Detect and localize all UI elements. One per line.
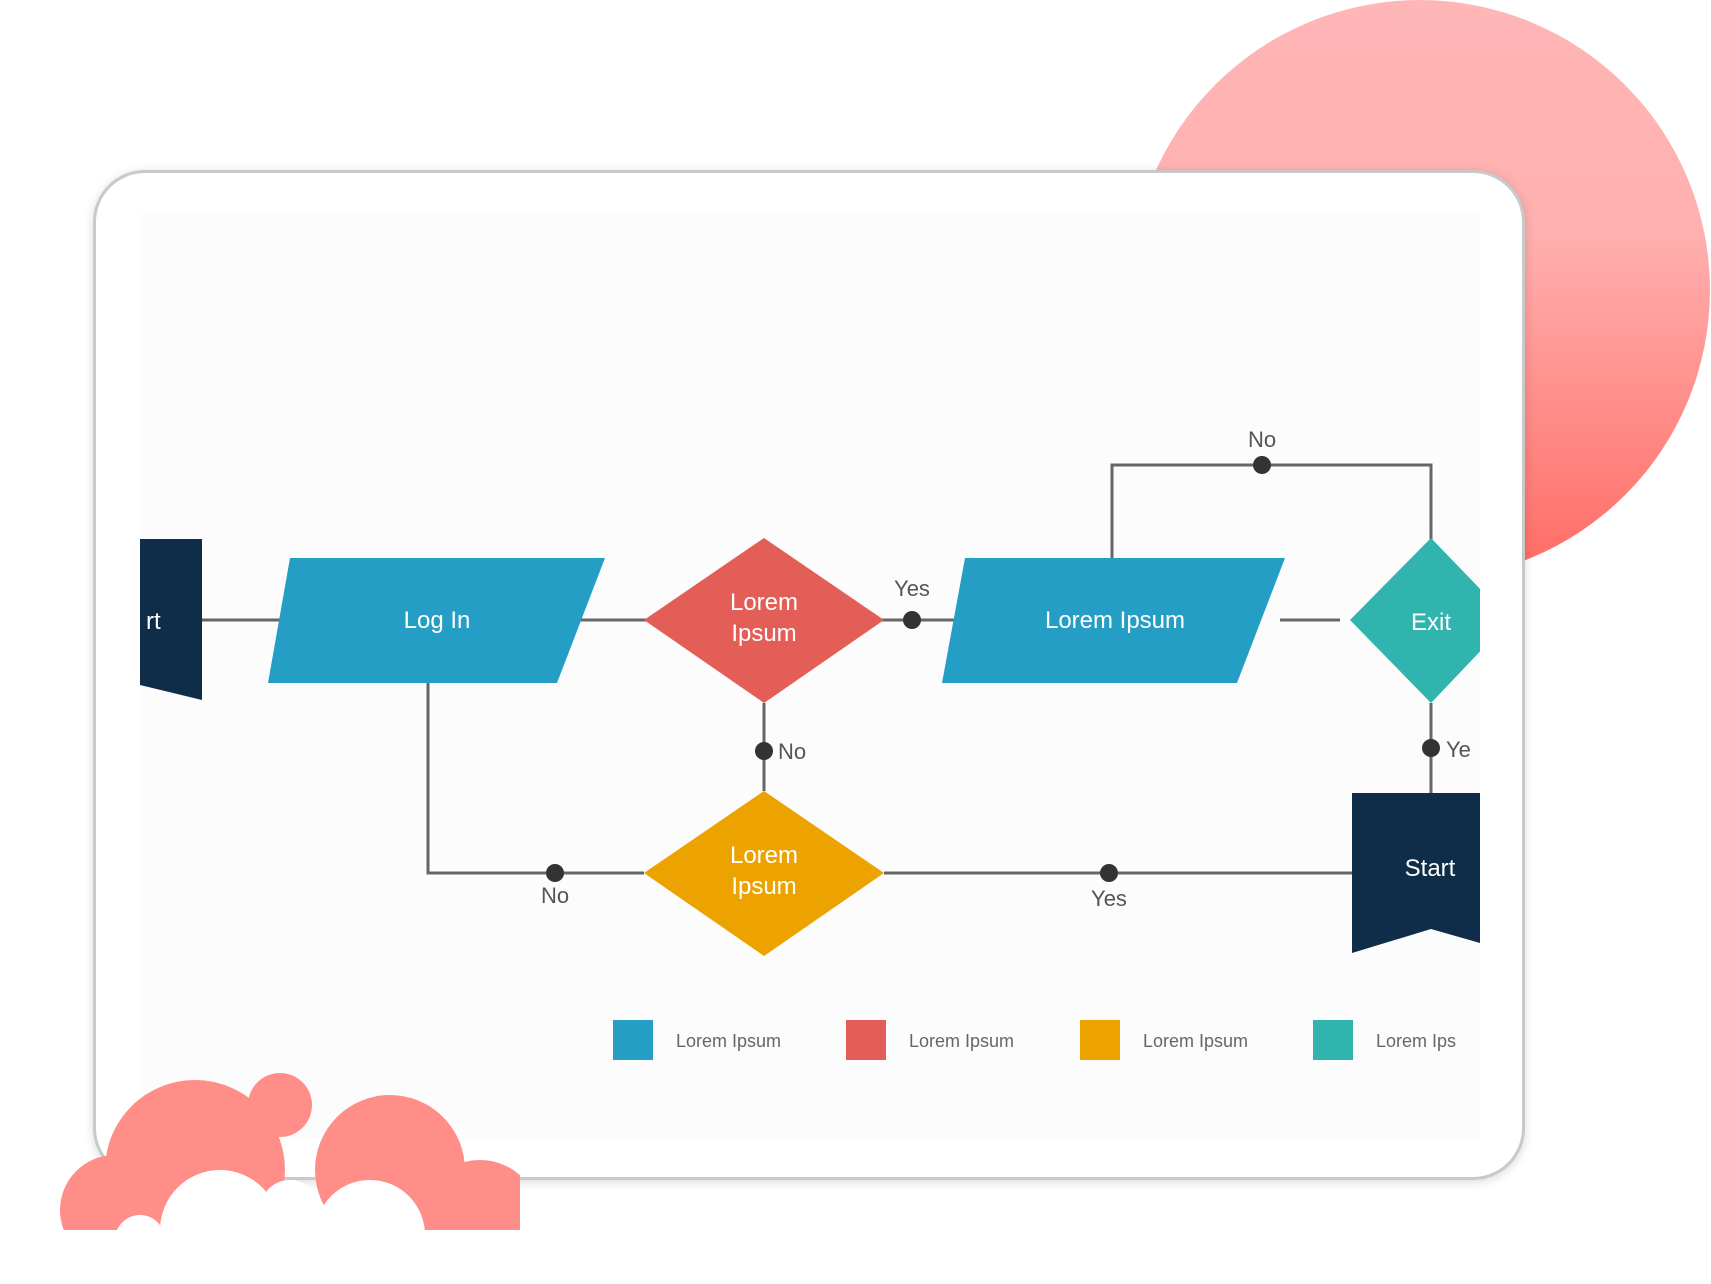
edge-label-yes-right: Ye (1446, 737, 1471, 762)
legend-label-3: Lorem Ipsum (1143, 1031, 1248, 1051)
decision-top-label-2: Ipsum (731, 620, 796, 647)
dot-no-loop (1253, 456, 1271, 474)
login-label: Log In (404, 607, 471, 634)
exit-shape[interactable] (1350, 538, 1480, 703)
decision-bottom-label-2: Ipsum (731, 873, 796, 900)
legend-label-4: Lorem Ips (1376, 1031, 1456, 1051)
process-mid-label: Lorem Ipsum (1045, 607, 1185, 634)
legend-label-2: Lorem Ipsum (909, 1031, 1014, 1051)
edge-label-yes-bottom: Yes (1091, 886, 1127, 911)
dot-no-bottom-left (546, 864, 564, 882)
legend-swatch-blue (613, 1020, 653, 1060)
dot-yes-top (903, 611, 921, 629)
edge-label-no-bottom-left: No (541, 883, 569, 908)
login-shape[interactable] (268, 558, 605, 683)
edge-label-no-down: No (778, 739, 806, 764)
decorative-cloud (60, 1073, 520, 1230)
flowchart: rt Log In Lorem Ipsum Yes Lorem Ipsum No… (140, 427, 1480, 1060)
cloud-shapes (60, 1073, 520, 1230)
edge-no-loop (1110, 463, 1433, 558)
decision-bottom-label-1: Lorem (730, 842, 798, 869)
decision-top-label-1: Lorem (730, 589, 798, 616)
legend-swatch-amber (1080, 1020, 1120, 1060)
dot-yes-right (1422, 739, 1440, 757)
start-left-label: rt (146, 608, 161, 635)
edge-label-no-loop: No (1248, 427, 1276, 452)
edge-label-yes-top: Yes (894, 576, 930, 601)
edge-login-decision-bottom (426, 683, 644, 875)
diagram-screen: rt Log In Lorem Ipsum Yes Lorem Ipsum No… (140, 213, 1480, 1138)
start-left-shape (140, 539, 202, 700)
dot-yes-bottom (1100, 864, 1118, 882)
start-right-label: Start (1405, 855, 1456, 882)
legend-label-1: Lorem Ipsum (676, 1031, 781, 1051)
dot-no-down (755, 742, 773, 760)
junction-dots (546, 456, 1440, 882)
process-mid-shape[interactable] (942, 558, 1285, 683)
decision-top-shape[interactable] (644, 538, 884, 703)
exit-label: Exit (1411, 609, 1451, 636)
legend-swatch-teal (1313, 1020, 1353, 1060)
decision-bottom-shape[interactable] (644, 791, 884, 956)
start-right-shape[interactable] (1352, 793, 1480, 953)
legend-swatch-red (846, 1020, 886, 1060)
legend: Lorem Ipsum Lorem Ipsum Lorem Ipsum Lore… (613, 1020, 1456, 1060)
